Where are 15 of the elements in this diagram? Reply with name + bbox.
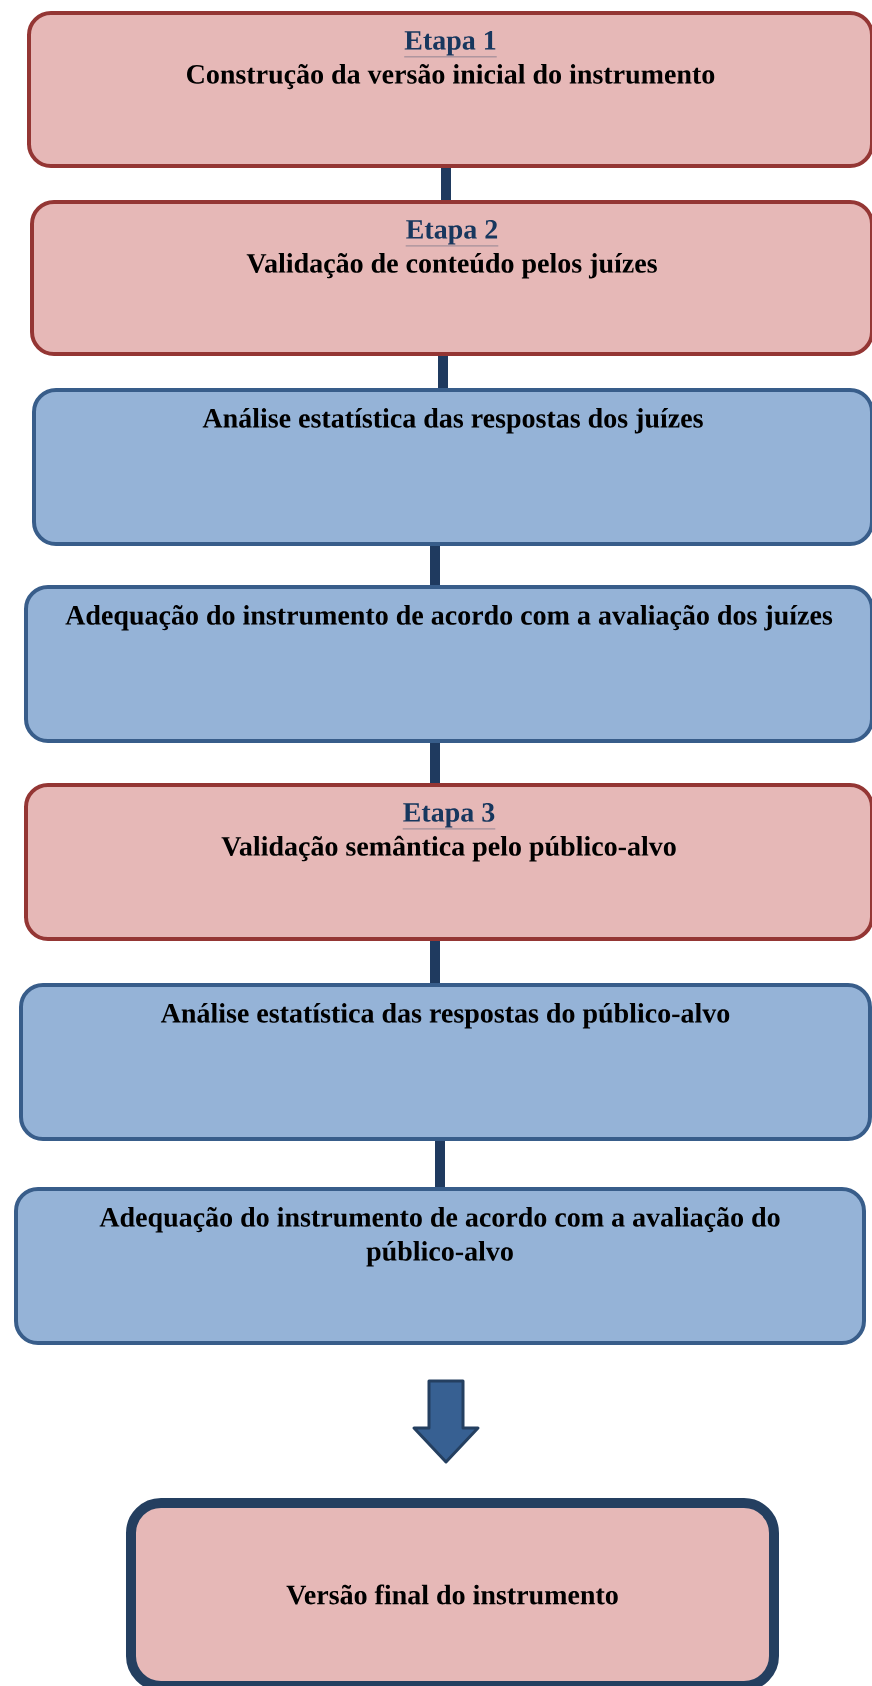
process-box: Etapa 3 Validação semântica pelo público-alvo bbox=[24, 783, 872, 941]
process-box: Adequação do instrumento de acordo com a avaliação dos juízes bbox=[24, 585, 872, 743]
block-arrow bbox=[412, 1379, 480, 1464]
connector-line bbox=[441, 168, 451, 200]
process-box: Análise estatística das respostas do público-alvo bbox=[19, 983, 872, 1141]
connector-line bbox=[430, 941, 440, 983]
process-box: Análise estatística das respostas dos juízes bbox=[32, 388, 872, 546]
connector-line bbox=[430, 546, 440, 585]
process-box: Etapa 1 Construção da versão inicial do instrumento bbox=[27, 11, 872, 168]
connector-line bbox=[430, 743, 440, 783]
connector-line bbox=[435, 1141, 445, 1187]
process-box: Versão final do instrumento bbox=[126, 1498, 779, 1686]
process-box: Etapa 2 Validação de conteúdo pelos juízes bbox=[30, 200, 872, 356]
process-box: Adequação do instrumento de acordo com a avaliação do público-alvo bbox=[14, 1187, 866, 1345]
connector-line bbox=[438, 356, 448, 388]
